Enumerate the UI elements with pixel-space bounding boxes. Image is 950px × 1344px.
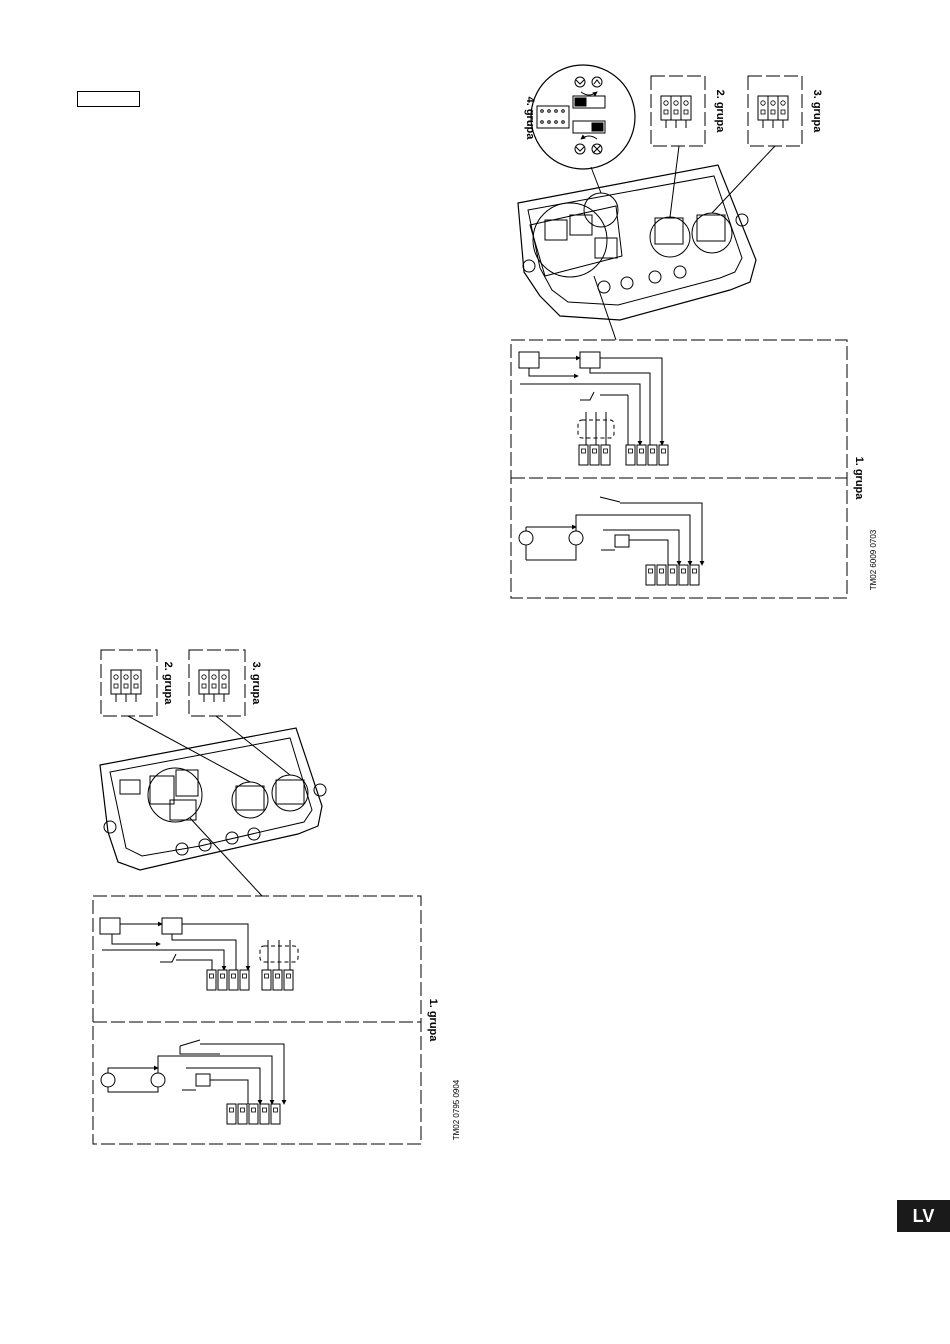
- bottom-group2-label: 2. grupa: [162, 662, 174, 706]
- top-drawing-code: TM02 6009 0703: [869, 529, 878, 590]
- top-group2-label: 2. grupa: [714, 90, 726, 134]
- language-tab: LV: [897, 1200, 950, 1232]
- top-group4-label: 4. grupa: [524, 97, 536, 141]
- group1-box-bottom: [93, 896, 421, 1144]
- top-housing: [518, 146, 775, 340]
- diagram-top: [511, 65, 847, 598]
- group3-box: [748, 76, 802, 146]
- top-group1-label: 1. grupa: [853, 457, 865, 501]
- diagram-bottom: [93, 650, 421, 1144]
- bottom-group3-label: 3. grupa: [250, 662, 262, 706]
- bottom-group3-box: [189, 650, 245, 716]
- bottom-group1-label: 1. grupa: [427, 999, 439, 1043]
- group4-zoom-circle: [531, 65, 635, 169]
- group1-box-top: [511, 340, 847, 598]
- group2-box: [651, 76, 705, 146]
- bottom-housing: [100, 716, 326, 896]
- top-group3-label: 3. grupa: [811, 90, 823, 134]
- bottom-group2-box: [101, 650, 157, 716]
- bottom-drawing-code: TM02 0795 0904: [452, 1079, 461, 1140]
